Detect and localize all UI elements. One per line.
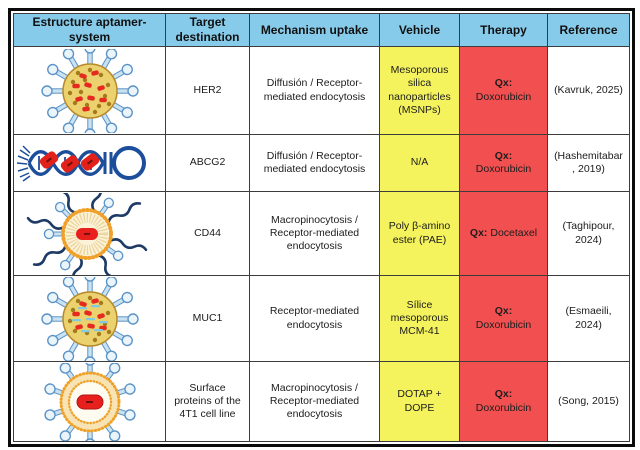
- table-row: MUC1 Receptor-mediated endocytosis Sílic…: [13, 275, 630, 362]
- therapy-drug: Doxorubicin: [475, 318, 532, 331]
- liposome-illustration: [42, 362, 137, 441]
- cell-therapy: Qx: Doxorubicin: [459, 134, 548, 192]
- cell-target: CD44: [165, 191, 250, 276]
- cell-target: ABCG2: [165, 134, 250, 192]
- cell-mechanism: Diffusión / Receptor-mediated endocytosi…: [249, 134, 380, 192]
- table-row: Surface proteins of the 4T1 cell line Ma…: [13, 361, 630, 442]
- therapy-prefix: Qx:: [469, 226, 488, 239]
- cell-illustration: [13, 361, 166, 442]
- header-reference: Reference: [547, 13, 630, 47]
- table-row: CD44 Macropinocytosis / Receptor-mediate…: [13, 191, 630, 276]
- cell-reference: (Kavruk, 2025): [547, 46, 630, 135]
- nanoparticle-sphere-strands-illustration: [40, 276, 139, 361]
- therapy-prefix: Qx:: [494, 149, 513, 162]
- cell-vehicle: Sílice mesoporous MCM-41: [379, 275, 460, 362]
- header-therapy: Therapy: [459, 13, 548, 47]
- cell-reference: (Esmaeili, 2024): [547, 275, 630, 362]
- therapy-prefix: Qx:: [494, 305, 513, 318]
- cell-reference: (Hashemitabar , 2019): [547, 134, 630, 192]
- nanoparticle-sphere-illustration: [40, 48, 139, 133]
- cell-reference: (Taghipour, 2024): [547, 191, 630, 276]
- cell-mechanism: Diffusión / Receptor-mediated endocytosi…: [249, 46, 380, 135]
- cell-illustration: [13, 275, 166, 362]
- aptamer-systems-table: Estructure aptamer-system Target destina…: [13, 13, 630, 442]
- cell-target: HER2: [165, 46, 250, 135]
- therapy-prefix: Qx:: [494, 77, 513, 90]
- table-row: ABCG2 Diffusión / Receptor-mediated endo…: [13, 134, 630, 192]
- therapy-drug: Doxorubicin: [475, 401, 532, 414]
- therapy-drug: Docetaxel: [490, 226, 538, 239]
- therapy-drug: Doxorubicin: [475, 90, 532, 103]
- cell-mechanism: Macropinocytosis / Receptor-mediated end…: [249, 191, 380, 276]
- cell-illustration: [13, 191, 166, 276]
- cell-vehicle: DOTAP + DOPE: [379, 361, 460, 442]
- cell-mechanism: Macropinocytosis / Receptor-mediated end…: [249, 361, 380, 442]
- header-estructure-aptamer-system: Estructure aptamer-system: [13, 13, 166, 47]
- cell-illustration: [13, 134, 166, 192]
- cell-vehicle: Mesoporous silica nanoparticles (MSNPs): [379, 46, 460, 135]
- cell-therapy: Qx: Doxorubicin: [459, 275, 548, 362]
- header-mechanism-uptake: Mechanism uptake: [249, 13, 380, 47]
- header-target-destination: Target destination: [165, 13, 250, 47]
- header-vehicle: Vehicle: [379, 13, 460, 47]
- cell-illustration: [13, 46, 166, 135]
- cell-target: MUC1: [165, 275, 250, 362]
- cell-therapy: Qx: Doxorubicin: [459, 46, 548, 135]
- cell-target: Surface proteins of the 4T1 cell line: [165, 361, 250, 442]
- dna-aptamer-hairpin-illustration: [16, 145, 146, 182]
- therapy-prefix: Qx:: [494, 388, 513, 401]
- cell-vehicle: N/A: [379, 134, 460, 192]
- cell-therapy: Qx: Docetaxel: [459, 191, 548, 276]
- cell-vehicle: Poly β-amino ester (PAE): [379, 191, 460, 276]
- header-row: Estructure aptamer-system Target destina…: [13, 13, 630, 47]
- table-row: HER2 Diffusión / Receptor-mediated endoc…: [13, 46, 630, 135]
- cell-reference: (Song, 2015): [547, 361, 630, 442]
- cell-therapy: Qx: Doxorubicin: [459, 361, 548, 442]
- polymer-micelle-illustration: [25, 192, 148, 275]
- aptamer-table-frame: Estructure aptamer-system Target destina…: [8, 8, 635, 447]
- therapy-drug: Doxorubicin: [475, 163, 532, 175]
- cell-mechanism: Receptor-mediated endocytosis: [249, 275, 380, 362]
